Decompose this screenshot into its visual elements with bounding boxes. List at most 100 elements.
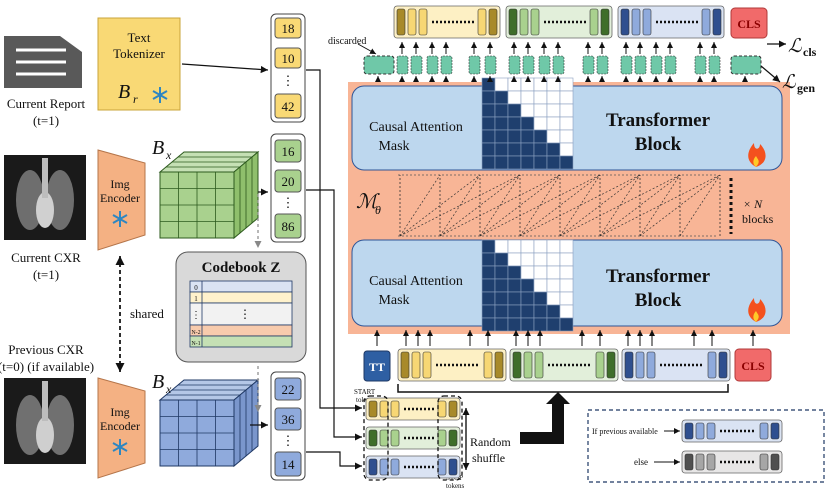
transformer-title-top-1: Transformer — [606, 110, 711, 131]
mask-cell — [546, 142, 561, 157]
mask-cell — [533, 90, 548, 105]
token-img-current-1: 20 — [282, 174, 295, 189]
mask-cell — [481, 129, 496, 144]
mask-cell — [507, 142, 522, 157]
mask-cell — [559, 155, 574, 170]
token-stack-img-current: 16 20 ⋮ 86 — [270, 133, 306, 243]
snowflake-icon — [152, 87, 168, 103]
tt-label: TT — [369, 360, 385, 374]
output-slot — [538, 55, 551, 75]
mask-cell — [559, 90, 574, 105]
img-encoder-top-1: Img — [110, 177, 129, 191]
br-symbol: B — [118, 81, 130, 103]
layer-connections — [398, 174, 721, 237]
loss-gen-symbol: ℒ — [782, 72, 797, 93]
input-segment-previous — [621, 348, 731, 382]
transformer-title-bottom-2: Block — [635, 290, 682, 311]
output-slot — [582, 55, 595, 75]
token-text-2: ⋮ — [282, 73, 295, 88]
output-slot — [410, 55, 423, 75]
report-time: (t=1) — [33, 113, 59, 128]
mask-cell — [546, 252, 561, 267]
latent-cube-current — [158, 150, 260, 240]
mask-cell — [533, 129, 548, 144]
token-text-0: 18 — [282, 21, 295, 36]
fire-icon — [748, 143, 766, 167]
text-tokenizer: Text Tokenizer B r — [97, 17, 181, 111]
token-img-previous-2: ⋮ — [282, 433, 295, 448]
mask-cell — [559, 129, 574, 144]
mask-label-bottom-1: Causal Attention — [369, 274, 463, 289]
output-slot — [426, 55, 439, 75]
mask-cell — [494, 142, 509, 157]
bx-top-subscript: x — [165, 148, 172, 162]
mask-cell — [546, 90, 561, 105]
mask-cell — [533, 304, 548, 319]
output-slot — [596, 55, 609, 75]
shuffle-row-text — [365, 397, 461, 421]
shuffle-row-previous — [365, 455, 461, 479]
token-text-3: 42 — [282, 99, 295, 114]
mask-label-top-2: Mask — [378, 139, 409, 154]
m-theta-sub: θ — [375, 203, 381, 217]
output-slot — [664, 55, 677, 75]
codebook-title: Codebook Z — [202, 260, 281, 276]
mask-cell — [481, 77, 496, 92]
bx-bottom-subscript: x — [165, 382, 172, 396]
mask-cell — [559, 291, 574, 306]
input-segment-current — [509, 348, 619, 382]
legend-row-previous — [681, 419, 783, 443]
n-blocks-2: blocks — [742, 212, 774, 226]
mask-cell — [507, 155, 522, 170]
current-cxr-time: (t=1) — [33, 267, 59, 282]
cls-output-slot — [730, 55, 762, 75]
mask-cell — [559, 103, 574, 118]
mask-cell — [533, 252, 548, 267]
report-label: Current Report — [7, 96, 86, 111]
line-current-to-shuffle — [306, 189, 362, 441]
mask-cell — [559, 252, 574, 267]
mask-cell — [494, 155, 509, 170]
arrow-to-lgen — [760, 65, 781, 83]
mask-cell — [559, 116, 574, 131]
mask-cell — [559, 304, 574, 319]
attention-mask-bottom — [481, 239, 574, 332]
cls-label-output: CLS — [737, 17, 761, 31]
bx-bottom-symbol: B — [152, 371, 164, 393]
mask-cell — [520, 252, 535, 267]
fire-icon — [748, 298, 766, 322]
legend-row-else — [681, 450, 783, 474]
mask-cell — [520, 116, 535, 131]
text-tokenizer-title-2: Tokenizer — [113, 46, 165, 61]
mask-label-bottom-2: Mask — [378, 293, 409, 308]
loss-cls-symbol: ℒ — [788, 36, 803, 57]
random-shuffle-2: shuffle — [472, 451, 505, 465]
codebook-row-3: N-2 — [191, 330, 200, 336]
previous-cxr-image — [4, 378, 86, 464]
mask-cell — [520, 129, 535, 144]
mask-cell — [494, 116, 509, 131]
mask-cell — [533, 77, 548, 92]
token-img-current-0: 16 — [282, 144, 296, 159]
mask-cell — [494, 77, 509, 92]
shared-label: shared — [130, 306, 164, 321]
legend-if-previous: If previous available — [592, 427, 658, 436]
line-text-to-shuffle — [306, 69, 362, 412]
mask-cell — [507, 116, 522, 131]
mask-cell — [481, 142, 496, 157]
legend-else: else — [634, 457, 648, 467]
mask-cell — [507, 265, 522, 280]
mask-cell — [507, 278, 522, 293]
output-slot — [552, 55, 565, 75]
mask-cell — [559, 239, 574, 254]
mask-cell — [533, 291, 548, 306]
output-slot — [440, 55, 453, 75]
codebook-row-0: 0 — [194, 284, 198, 292]
mask-cell — [546, 116, 561, 131]
discarded-arrow — [357, 43, 377, 55]
token-img-previous-3: 14 — [282, 457, 296, 472]
text-tokenizer-title-1: Text — [128, 30, 151, 45]
output-slot — [634, 55, 647, 75]
start-tokens-1: START — [354, 388, 376, 396]
mask-cell — [481, 103, 496, 118]
